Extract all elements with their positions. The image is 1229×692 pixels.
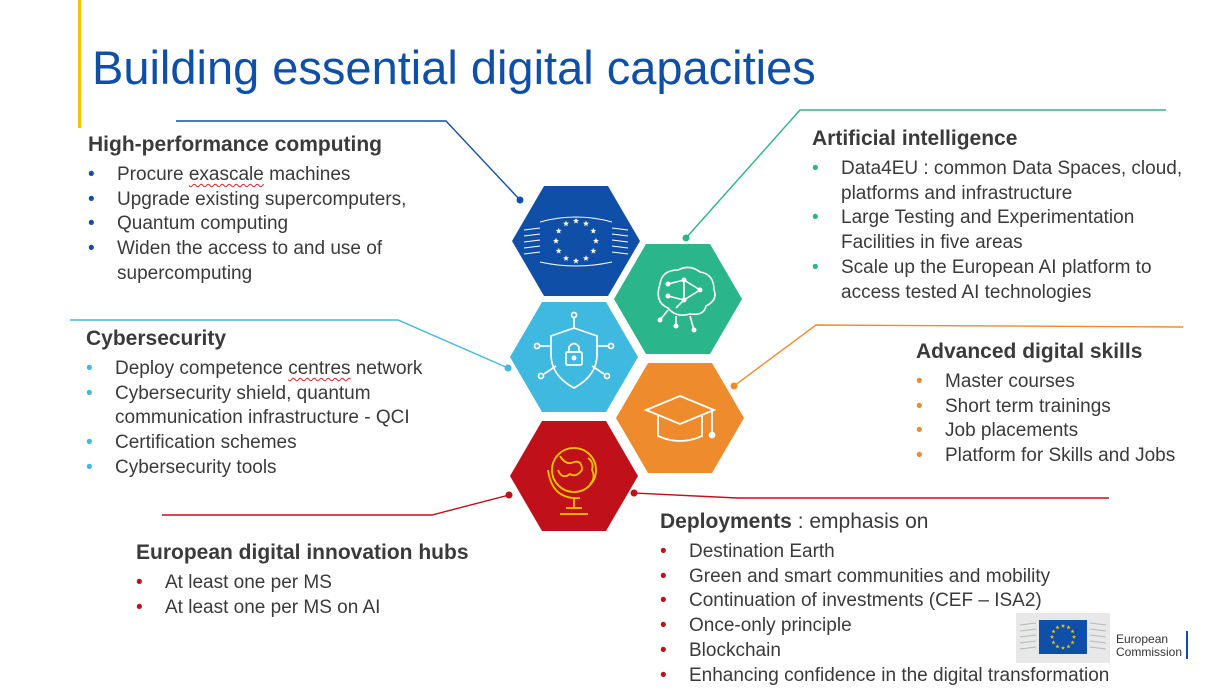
hpc-list: Procure exascale machines Upgrade existi… — [88, 163, 488, 287]
spellcheck-flagged-word: centres — [288, 358, 351, 379]
eu-star-icon — [555, 227, 562, 234]
hpc-connector — [176, 120, 521, 201]
spellcheck-flagged-word: exascale — [188, 164, 264, 185]
eu-star-icon — [1071, 634, 1077, 639]
list-item: Quantum computing — [88, 212, 488, 237]
list-item: Widen the access to and use of supercomp… — [88, 237, 488, 286]
eu-star-icon — [555, 247, 562, 254]
deploy-connector-dot — [630, 489, 638, 497]
list-item: Enhancing confidence in the digital tran… — [660, 664, 1180, 689]
eu-star-icon — [1049, 634, 1055, 639]
cybersecurity-section: Cybersecurity Deploy competence centres … — [86, 327, 486, 481]
cybersecurity-list: Deploy competence centres network Cybers… — [86, 357, 486, 481]
list-item: Certification schemes — [86, 431, 486, 456]
innovation-hubs-heading: European digital innovation hubs — [136, 541, 469, 564]
list-item: Once-only principle — [660, 614, 1180, 639]
deploy-connector — [633, 492, 1109, 499]
list-item: Platform for Skills and Jobs — [916, 444, 1216, 469]
neural-brain-icon — [657, 266, 716, 333]
list-item: Large Testing and Experimentation Facili… — [812, 206, 1212, 255]
hubs-connector-dot — [505, 491, 513, 499]
skills-hexagon — [616, 363, 744, 473]
eu-star-icon — [562, 220, 570, 227]
eu-star-icon — [590, 247, 597, 254]
hpc-hexagon — [512, 186, 640, 296]
eu-star-icon — [552, 237, 560, 244]
innovation-hubs-list: At least one per MS At least one per MS … — [136, 571, 556, 620]
ai-section: Artificial intelligence Data4EU : common… — [812, 127, 1212, 305]
skills-section: Advanced digital skills Master courses S… — [916, 340, 1216, 469]
cyber-connector — [70, 319, 509, 369]
ai-list: Data4EU : common Data Spaces, cloud, pla… — [812, 157, 1212, 305]
skills-list: Master courses Short term trainings Job … — [916, 370, 1216, 469]
ai-connector-dot — [682, 234, 690, 242]
cyber-connector-dot — [504, 364, 512, 372]
list-item: Upgrade existing supercomputers, — [88, 188, 488, 213]
ai-connector — [685, 109, 1166, 239]
skills-connector-dot — [730, 382, 738, 390]
list-item: Data4EU : common Data Spaces, cloud, pla… — [812, 157, 1212, 206]
eu-star-icon — [592, 237, 600, 244]
hpc-section: High-performance computing Procure exasc… — [88, 133, 488, 287]
list-item: Procure exascale machines — [88, 163, 488, 188]
list-item: Green and smart communities and mobility — [660, 565, 1180, 590]
skills-connector — [733, 324, 1184, 387]
graduation-cap-icon — [643, 395, 717, 442]
ai-heading: Artificial intelligence — [812, 127, 1018, 150]
eu-supercomputer-icon — [523, 216, 629, 267]
page-title: Building essential digital capacities — [92, 41, 816, 94]
list-item: Destination Earth — [660, 540, 1180, 565]
list-item: Deploy competence centres network — [86, 357, 486, 382]
title-accent-bar — [78, 0, 81, 128]
eu-star-icon — [1070, 640, 1075, 645]
eu-flag-icon — [1019, 620, 1107, 654]
eu-star-icon — [572, 257, 580, 264]
cybersecurity-heading: Cybersecurity — [86, 327, 227, 350]
skills-heading: Advanced digital skills — [916, 340, 1143, 363]
deployments-list: Destination Earth Green and smart commun… — [660, 540, 1180, 688]
eu-star-icon — [582, 255, 590, 261]
eu-star-icon — [590, 227, 597, 234]
list-item: At least one per MS on AI — [136, 596, 556, 621]
eu-star-icon — [1066, 625, 1071, 630]
hpc-connector-dot — [516, 196, 524, 204]
eu-star-icon — [1051, 640, 1056, 645]
list-item: Cybersecurity tools — [86, 456, 486, 481]
list-item: Job placements — [916, 419, 1216, 444]
eu-star-icon — [1055, 644, 1060, 649]
hubs-connector — [162, 494, 510, 516]
european-commission-logo: European Commission — [1016, 613, 1192, 663]
list-item: Cybersecurity shield, quantum communicat… — [86, 382, 486, 431]
eu-star-icon — [1060, 623, 1066, 628]
eu-star-icon — [1055, 625, 1060, 630]
deployments-heading: Deployments : emphasis on — [660, 510, 929, 533]
eu-star-icon — [582, 220, 590, 227]
hpc-heading: High-performance computing — [88, 133, 383, 156]
list-item: At least one per MS — [136, 571, 556, 596]
eu-star-icon — [562, 255, 570, 261]
globe-icon — [547, 447, 597, 515]
list-item: Short term trainings — [916, 395, 1216, 420]
deployments-section: Deployments : emphasis on Destination Ea… — [660, 510, 1180, 688]
list-item: Master courses — [916, 370, 1216, 395]
logo-divider — [1186, 631, 1188, 659]
eu-star-icon — [1066, 644, 1071, 649]
hpc-stars-group — [552, 217, 600, 264]
list-item: Blockchain — [660, 639, 1180, 664]
eu-star-icon — [1070, 629, 1075, 634]
eu-star-icon — [572, 217, 580, 224]
list-item: Scale up the European AI platform to acc… — [812, 256, 1212, 305]
list-item: Continuation of investments (CEF – ISA2) — [660, 589, 1180, 614]
eu-star-icon — [1051, 629, 1056, 634]
eu-star-icon — [1060, 645, 1066, 650]
logo-wordmark: European Commission — [1116, 632, 1183, 659]
shield-lock-icon — [533, 311, 615, 389]
innovation-hubs-section: European digital innovation hubs At leas… — [136, 541, 556, 620]
